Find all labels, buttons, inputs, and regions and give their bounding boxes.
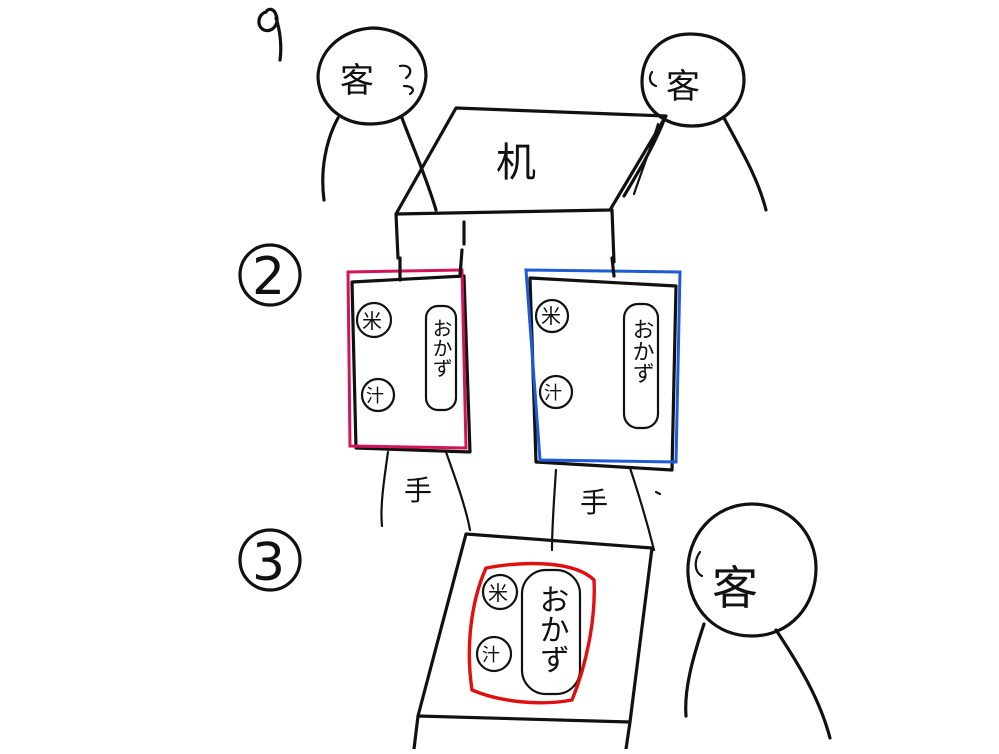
rice-label-right: 米: [541, 304, 561, 328]
tray-served: 米 汁 おかず: [412, 532, 654, 751]
side-dish-plate: [424, 304, 458, 412]
soup-bowl-icon: [475, 635, 513, 673]
step-3-number: 3: [252, 533, 285, 593]
desk: 机: [394, 106, 668, 264]
soup-bowl-icon: [360, 377, 396, 413]
step-2-number: 2: [252, 247, 285, 307]
tray-right: 米 汁 おかず: [524, 256, 682, 472]
customer-left-label: 客: [340, 61, 374, 101]
customer-right: 客: [622, 32, 768, 212]
rice-label-served: 米: [488, 581, 508, 605]
step-1-marker: [257, 7, 283, 62]
side-dish-label-right: おかず: [629, 318, 654, 384]
rice-bowl-icon: [534, 298, 570, 334]
customer-bottom: 客: [684, 502, 832, 740]
hand-label-right: 手: [580, 486, 608, 519]
hand-label-left: 手: [404, 474, 432, 507]
hands-left: 手: [380, 450, 472, 532]
side-dish-label-served: おかず: [534, 584, 569, 674]
soup-label-left: 汁: [366, 386, 384, 407]
tray-left: 米 汁 おかず: [346, 248, 472, 454]
hands-right: 手: [550, 466, 662, 552]
soup-label-served: 汁: [482, 645, 500, 666]
step-3-marker: 3: [238, 528, 302, 593]
side-dish-label-left: おかず: [429, 318, 453, 378]
customer-bottom-label: 客: [712, 561, 758, 615]
customer-left: 客: [316, 26, 438, 212]
rice-bowl-icon: [355, 301, 393, 339]
desk-label: 机: [496, 140, 536, 186]
soup-label-right: 汁: [544, 383, 562, 404]
side-dish-plate: [520, 568, 582, 696]
customer-right-label: 客: [666, 67, 700, 107]
soup-bowl-icon: [538, 374, 574, 410]
rice-bowl-icon: [481, 573, 519, 611]
step-2-marker: 2: [238, 243, 302, 307]
side-dish-plate: [622, 302, 660, 430]
highlight-circle: [467, 561, 596, 705]
rice-label-left: 米: [362, 309, 382, 333]
